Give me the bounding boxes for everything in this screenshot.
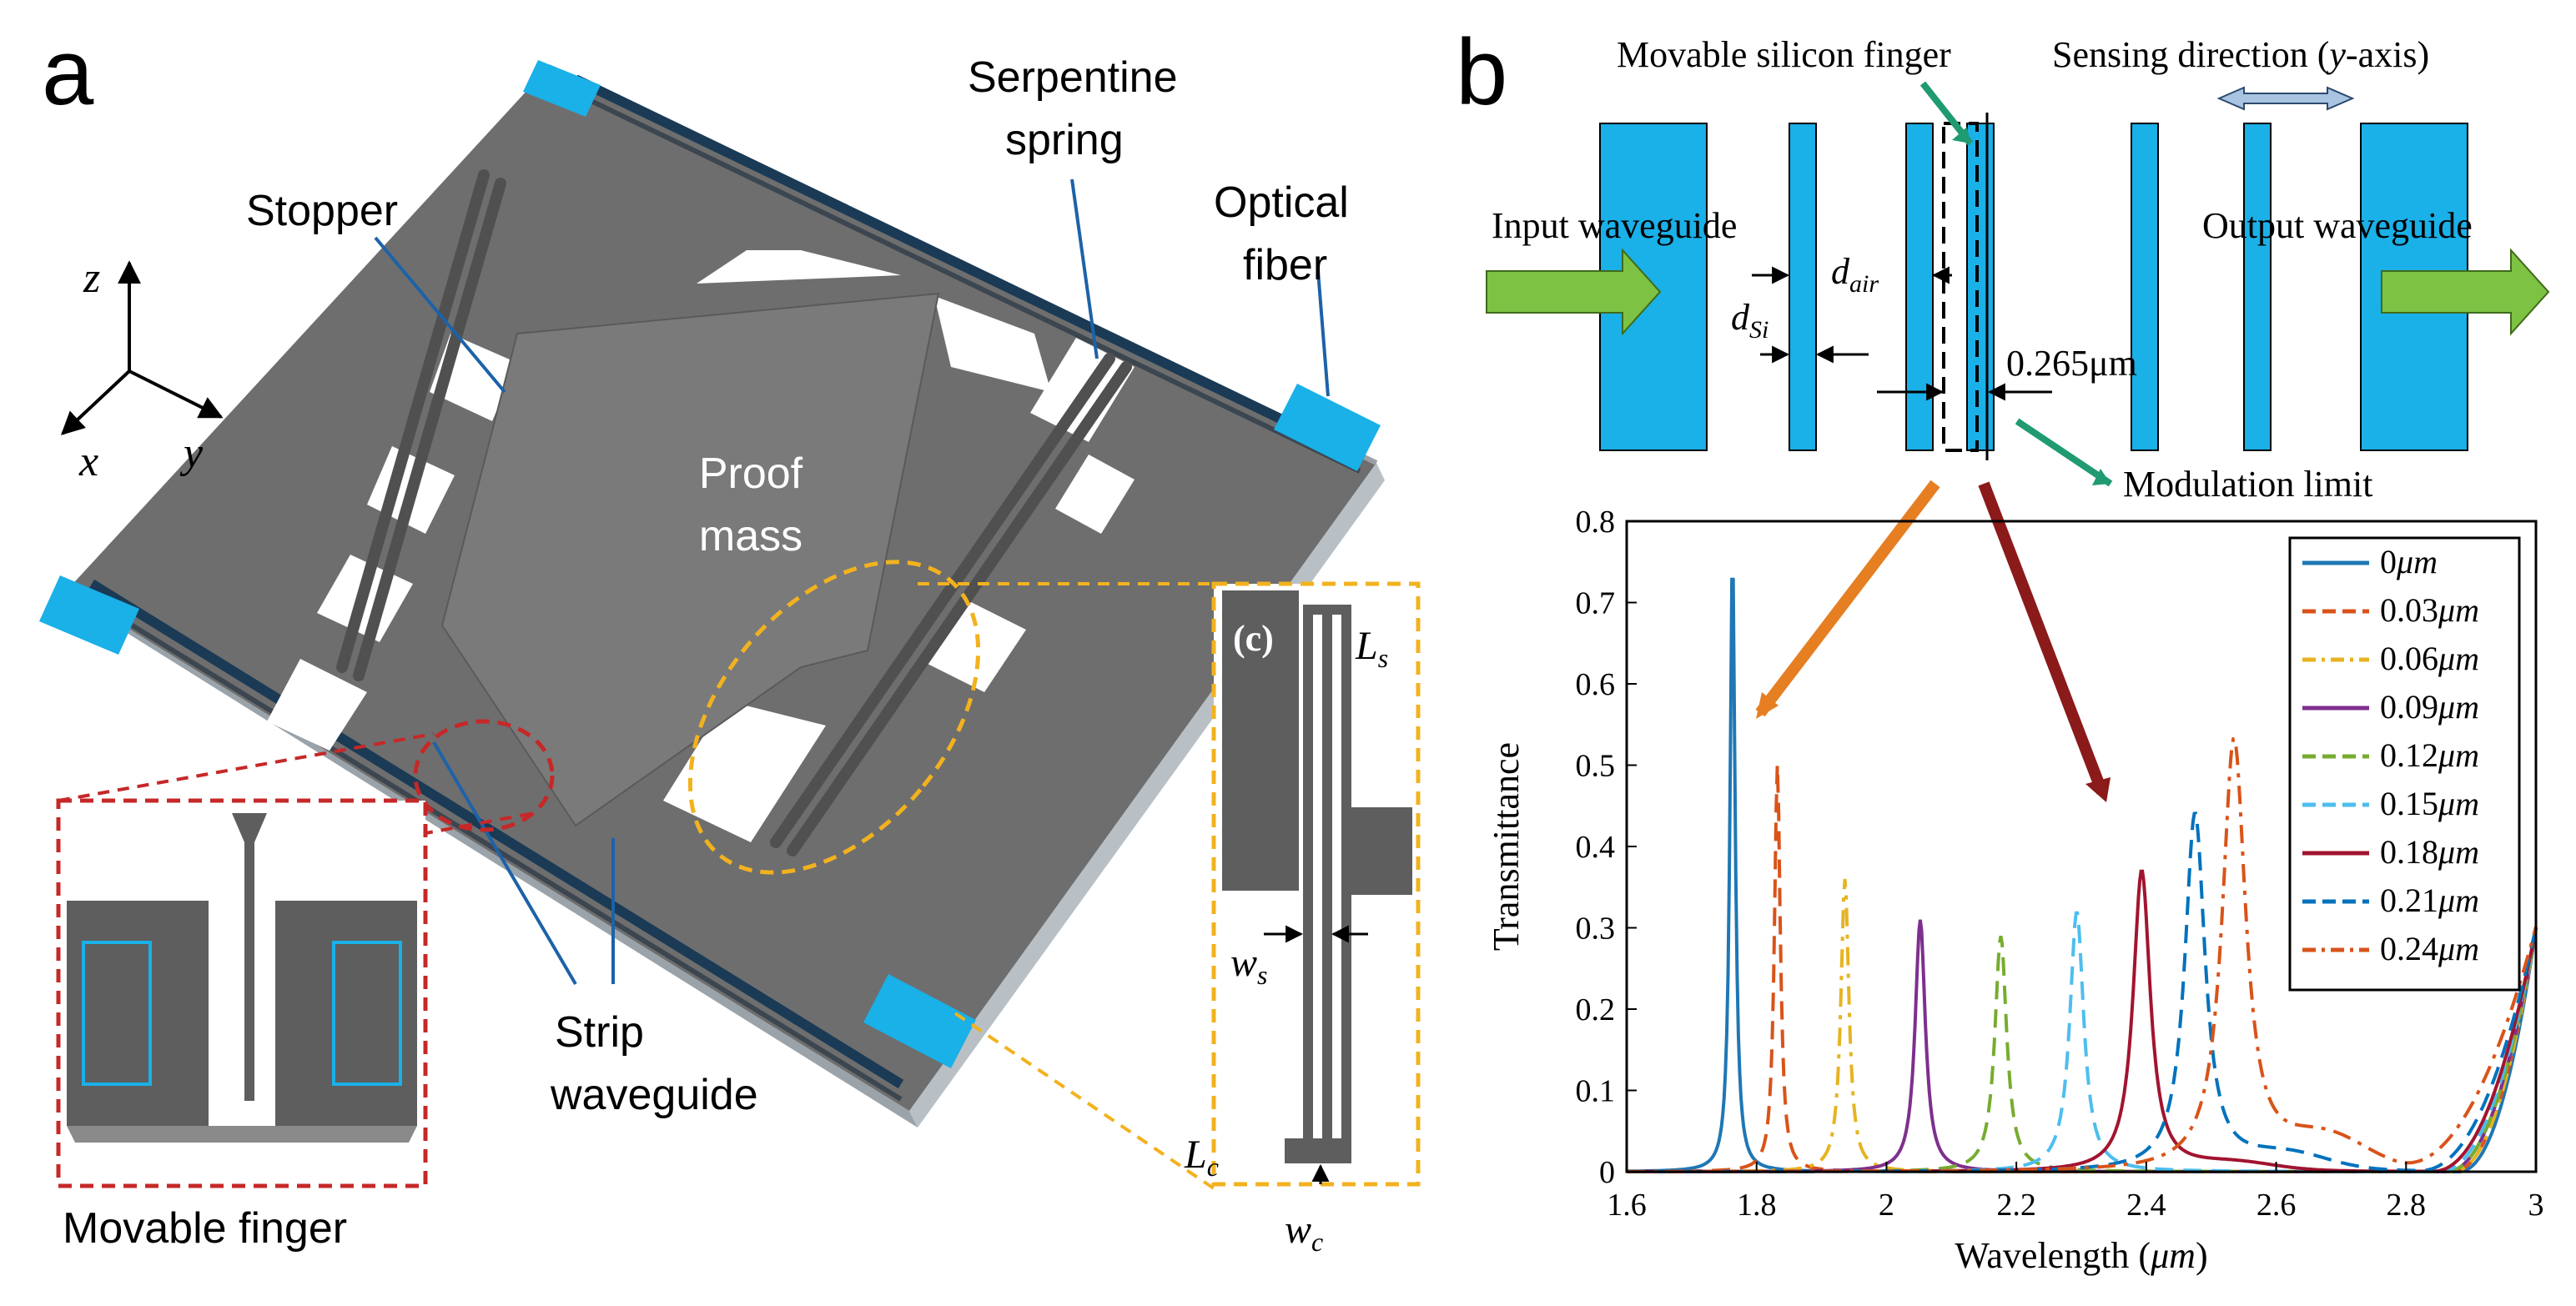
y-axis-title: Transmittance <box>1486 742 1527 951</box>
y-axis-label: y <box>179 429 204 477</box>
x-tick-label: 2.8 <box>2387 1188 2427 1223</box>
series-line <box>1627 736 2538 1173</box>
legend: 0μm 0.03μm 0.06μm 0.09μm 0.12μm 0.15μm 0.18μm 0… <box>2288 536 2521 992</box>
fiber-left <box>39 575 139 655</box>
legend-entry: 0.24μm <box>2380 930 2479 967</box>
input-arrow <box>1486 248 1662 336</box>
sensing-direction-label: Sensing direction (y-axis) <box>2052 34 2429 75</box>
axis-ticks: 1.6 1.8 2 2.2 2.4 2.6 2.8 3 0 0.1 0.2 0.3 0.4 0.5 0.6 0… <box>1576 505 2544 1223</box>
red-zoom-circle <box>413 719 555 832</box>
strip-label-1: Strip <box>555 1008 644 1057</box>
silicon-bar-1 <box>1789 123 1817 451</box>
movable-silicon-finger-label: Movable silicon finger <box>1617 34 1951 75</box>
output-arrow <box>2381 248 2550 336</box>
optical-label-1: Optical <box>1214 178 1349 227</box>
y-tick-label: 0.7 <box>1576 586 1616 621</box>
axis-triad <box>60 260 224 435</box>
serpentine-springs <box>336 169 1132 856</box>
x-tick-label: 2.6 <box>2257 1188 2297 1223</box>
serpentine-label-1: Serpentine <box>968 53 1178 102</box>
wc-label: wc <box>1285 1208 1323 1257</box>
red-zoom-line-1 <box>58 732 435 802</box>
strip-label-2: waveguide <box>550 1071 758 1119</box>
red-inset: Movable finger <box>56 798 428 1253</box>
proof-mass <box>440 292 940 827</box>
y-tick-label: 0.8 <box>1576 505 1616 540</box>
input-waveguide-label: Input waveguide <box>1492 205 1737 246</box>
y-tick-label: 0.6 <box>1576 667 1616 702</box>
dark-red-pointer <box>1978 481 2108 795</box>
legend-entry: 0.09μm <box>2380 688 2479 726</box>
serpentine-label-2: spring <box>1005 116 1124 164</box>
y-tick-label: 0.4 <box>1576 830 1616 865</box>
sensing-arrow <box>2216 86 2355 111</box>
panel-b: b Movable silicon finger Sensing directi… <box>1456 20 2550 1276</box>
movable-finger-label: Movable finger <box>63 1204 347 1253</box>
x-tick-label: 2.4 <box>2126 1188 2166 1223</box>
legend-entry: 0.15μm <box>2380 785 2479 822</box>
legend-entry: 0.18μm <box>2380 833 2479 871</box>
y-tick-label: 0.5 <box>1576 749 1616 784</box>
y-tick-label: 0.3 <box>1576 912 1616 947</box>
movable-finger-bar <box>1966 123 1995 451</box>
gap-label: 0.265μm <box>2006 343 2137 384</box>
legend-entry: 0μm <box>2380 543 2438 580</box>
fiber-top <box>523 60 601 117</box>
output-waveguide-label: Output waveguide <box>2202 205 2473 246</box>
y-tick-label: 0 <box>1599 1155 1615 1190</box>
x-tick-label: 1.6 <box>1607 1188 1647 1223</box>
x-tick-label: 2 <box>1879 1188 1894 1223</box>
y-axis-arrow <box>128 369 224 419</box>
legend-entry: 0.21μm <box>2380 882 2479 919</box>
d-si-label: dSi <box>1731 297 1768 344</box>
optical-label-2: fiber <box>1243 241 1327 289</box>
modulation-limit-label: Modulation limit <box>2123 464 2372 505</box>
legend-entry: 0.12μm <box>2380 736 2479 774</box>
yellow-zoom-ellipse <box>687 560 981 875</box>
y-tick-label: 0.1 <box>1576 1074 1616 1109</box>
z-axis-label: z <box>83 254 100 302</box>
proof-mass-label-1: Proof <box>699 450 803 498</box>
panel-a: a <box>39 20 1421 1257</box>
panel-b-letter: b <box>1456 20 1507 124</box>
x-axis-label: x <box>78 438 98 485</box>
x-tick-label: 2.2 <box>1996 1188 2036 1223</box>
Ls-label: Ls <box>1355 624 1388 673</box>
d-air-label: dair <box>1831 251 1879 298</box>
proof-mass-label-2: mass <box>699 512 802 560</box>
optical-fibers <box>39 60 1381 1068</box>
fiber-right <box>1274 384 1381 471</box>
Lc-label: Lc <box>1184 1133 1219 1182</box>
silicon-bar-2 <box>1905 123 1934 451</box>
x-axis-arrow <box>60 369 131 435</box>
schematic: Movable silicon finger Sensing direction… <box>1486 34 2550 802</box>
silicon-bar-4 <box>2243 123 2272 451</box>
panel-a-letter: a <box>42 20 94 124</box>
inset-c: (c) Ls ws Lc wc <box>1184 581 1421 1257</box>
fiber-bottom <box>863 974 976 1068</box>
ws-label: ws <box>1230 941 1267 990</box>
legend-entry: 0.03μm <box>2380 591 2479 629</box>
transmittance-chart: 1.6 1.8 2 2.2 2.4 2.6 2.8 3 0 0.1 0.2 0.3 0.4 0.5 0.6 0… <box>1486 505 2544 1276</box>
stopper-label: Stopper <box>246 187 398 235</box>
silicon-bar-3 <box>2131 123 2159 451</box>
orange-pointer <box>1755 480 1940 717</box>
x-axis-title: Wavelength (μm) <box>1955 1235 2207 1276</box>
legend-entry: 0.06μm <box>2380 640 2479 677</box>
y-tick-label: 0.2 <box>1576 992 1616 1027</box>
yellow-zoom-line-2 <box>953 1012 1215 1190</box>
movable-finger-outline <box>1942 122 1979 452</box>
x-tick-label: 1.8 <box>1737 1188 1777 1223</box>
inset-c-tag: (c) <box>1233 618 1274 659</box>
x-tick-label: 3 <box>2528 1188 2544 1223</box>
